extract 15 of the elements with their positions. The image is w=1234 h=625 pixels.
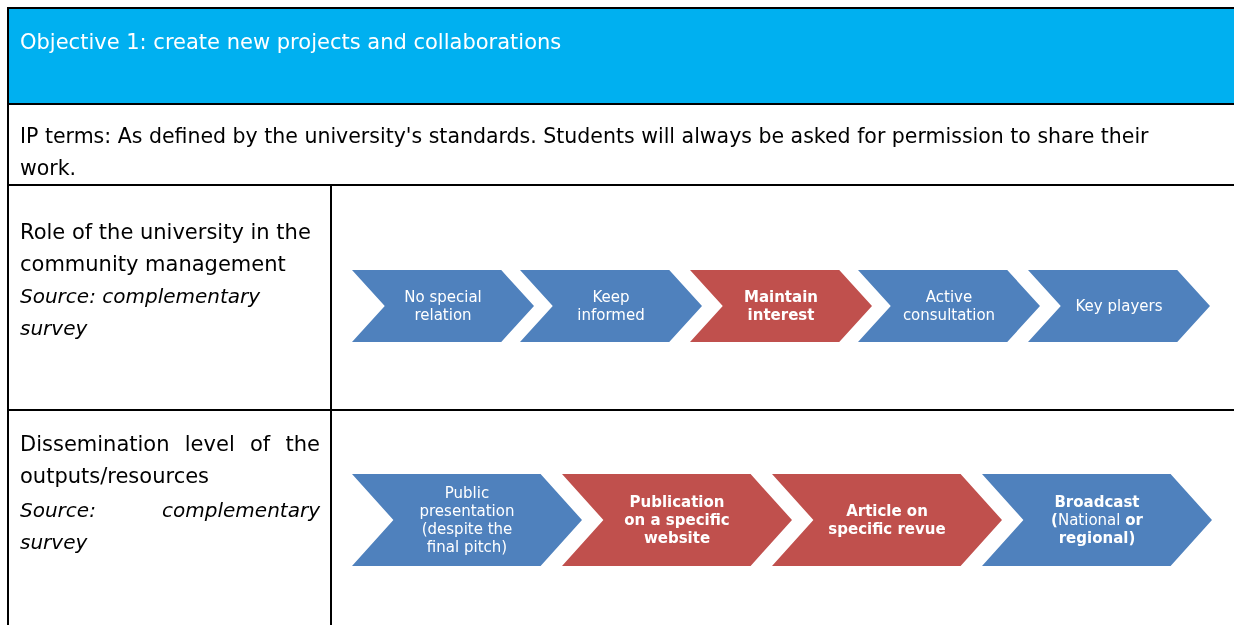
chevron-step: Keep informed	[520, 270, 702, 342]
header-bar: Objective 1: create new projects and collaborations	[8, 8, 1234, 104]
chevron-step: Article on specific revue	[772, 474, 1002, 566]
chevron-step: Active consultation	[858, 270, 1040, 342]
chevron-step: Public presentation (despite the final pitch)	[352, 474, 582, 566]
row-heading: Dissemination level of the outputs/resources	[20, 431, 320, 490]
chevron-step: No special relation	[352, 270, 534, 342]
row-heading: Role of the university in the community management	[20, 219, 312, 278]
source-note: Source: complementary survey	[20, 497, 320, 556]
chevron-step: Broadcast (National or regional)	[982, 474, 1212, 566]
chevron-step: Key players	[1028, 270, 1210, 342]
chevron-step: Maintain interest	[690, 270, 872, 342]
chevron-step: Publication on a specific website	[562, 474, 792, 566]
source-note: Source: complementary survey	[20, 283, 262, 342]
note-text: IP terms: As defined by the university's standards. Students will always be asked for permission to share their work.	[20, 123, 1150, 182]
